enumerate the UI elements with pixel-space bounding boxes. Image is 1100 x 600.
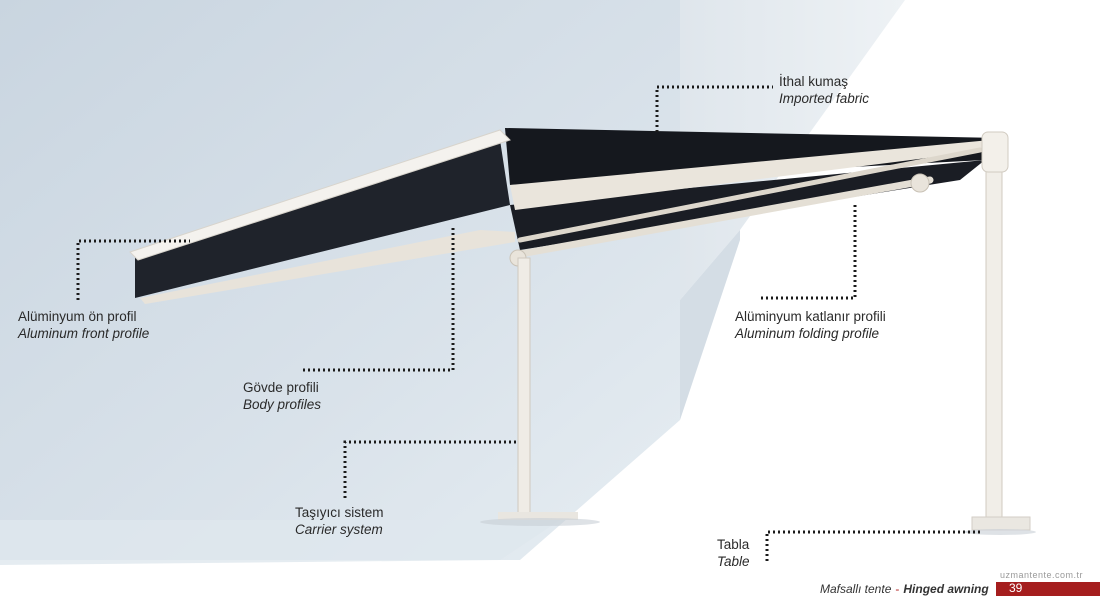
wall-left [0, 0, 680, 560]
label-body-profile-tr: Gövde profili [243, 380, 319, 395]
label-table-en: Table [717, 554, 750, 569]
label-front-profile: Alüminyum ön profil Aluminum front profi… [18, 308, 149, 342]
label-carrier-system: Taşıyıcı sistem Carrier system [295, 504, 384, 538]
floor-shadow [0, 520, 560, 565]
leader-carrier [343, 440, 516, 500]
leader-folding-profile [760, 205, 857, 300]
label-folding-profile-tr: Alüminyum katlanır profili [735, 309, 886, 324]
page-number-box [996, 582, 1100, 596]
wall-corner-shade [680, 230, 740, 420]
right-post [985, 149, 1003, 523]
right-base-table [971, 516, 1031, 531]
label-carrier-system-en: Carrier system [295, 522, 383, 537]
callout-lines [76, 85, 980, 562]
label-front-profile-tr: Alüminyum ön profil [18, 309, 137, 324]
page-number: 39 [1009, 581, 1023, 595]
left-base [498, 512, 578, 520]
leader-fabric [655, 85, 773, 132]
folding-arm-1 [511, 176, 934, 259]
footer-product-tr: Mafsallı tente [820, 582, 892, 596]
label-table-tr: Tabla [717, 537, 750, 552]
footer-product-en: Hinged awning [903, 582, 989, 596]
label-table: Tabla Table [717, 536, 750, 570]
left-base-shadow [480, 518, 600, 526]
left-post [517, 257, 531, 517]
website-url[interactable]: uzmantente.com.tr [1000, 570, 1084, 580]
label-folding-profile: Alüminyum katlanır profili Aluminum fold… [735, 308, 886, 342]
awning-front-panel [135, 140, 510, 298]
body-profile-main [510, 140, 990, 210]
right-base-shadow [964, 529, 1036, 535]
right-post-cap [981, 131, 1009, 173]
body-profile-rail [140, 230, 515, 304]
footer-separator: - [895, 582, 900, 596]
label-fabric-en: Imported fabric [779, 91, 870, 106]
leader-body-profile [300, 228, 455, 372]
leader-table [765, 530, 980, 562]
front-profile [129, 129, 511, 261]
label-body-profile: Gövde profili Body profiles [243, 379, 321, 413]
label-fabric: İthal kumaş Imported fabric [779, 73, 869, 107]
folding-arm-2 [517, 147, 983, 243]
label-fabric-tr: İthal kumaş [779, 74, 849, 89]
label-carrier-system-tr: Taşıyıcı sistem [295, 505, 384, 520]
arm-joint [910, 173, 930, 193]
footer-caption: Mafsallı tente-Hinged awning [820, 582, 989, 596]
label-folding-profile-en: Aluminum folding profile [735, 326, 880, 341]
awning-underside [510, 160, 985, 250]
label-body-profile-en: Body profiles [243, 397, 322, 412]
label-front-profile-en: Aluminum front profile [18, 326, 150, 341]
awning-fabric-top [505, 128, 1000, 185]
